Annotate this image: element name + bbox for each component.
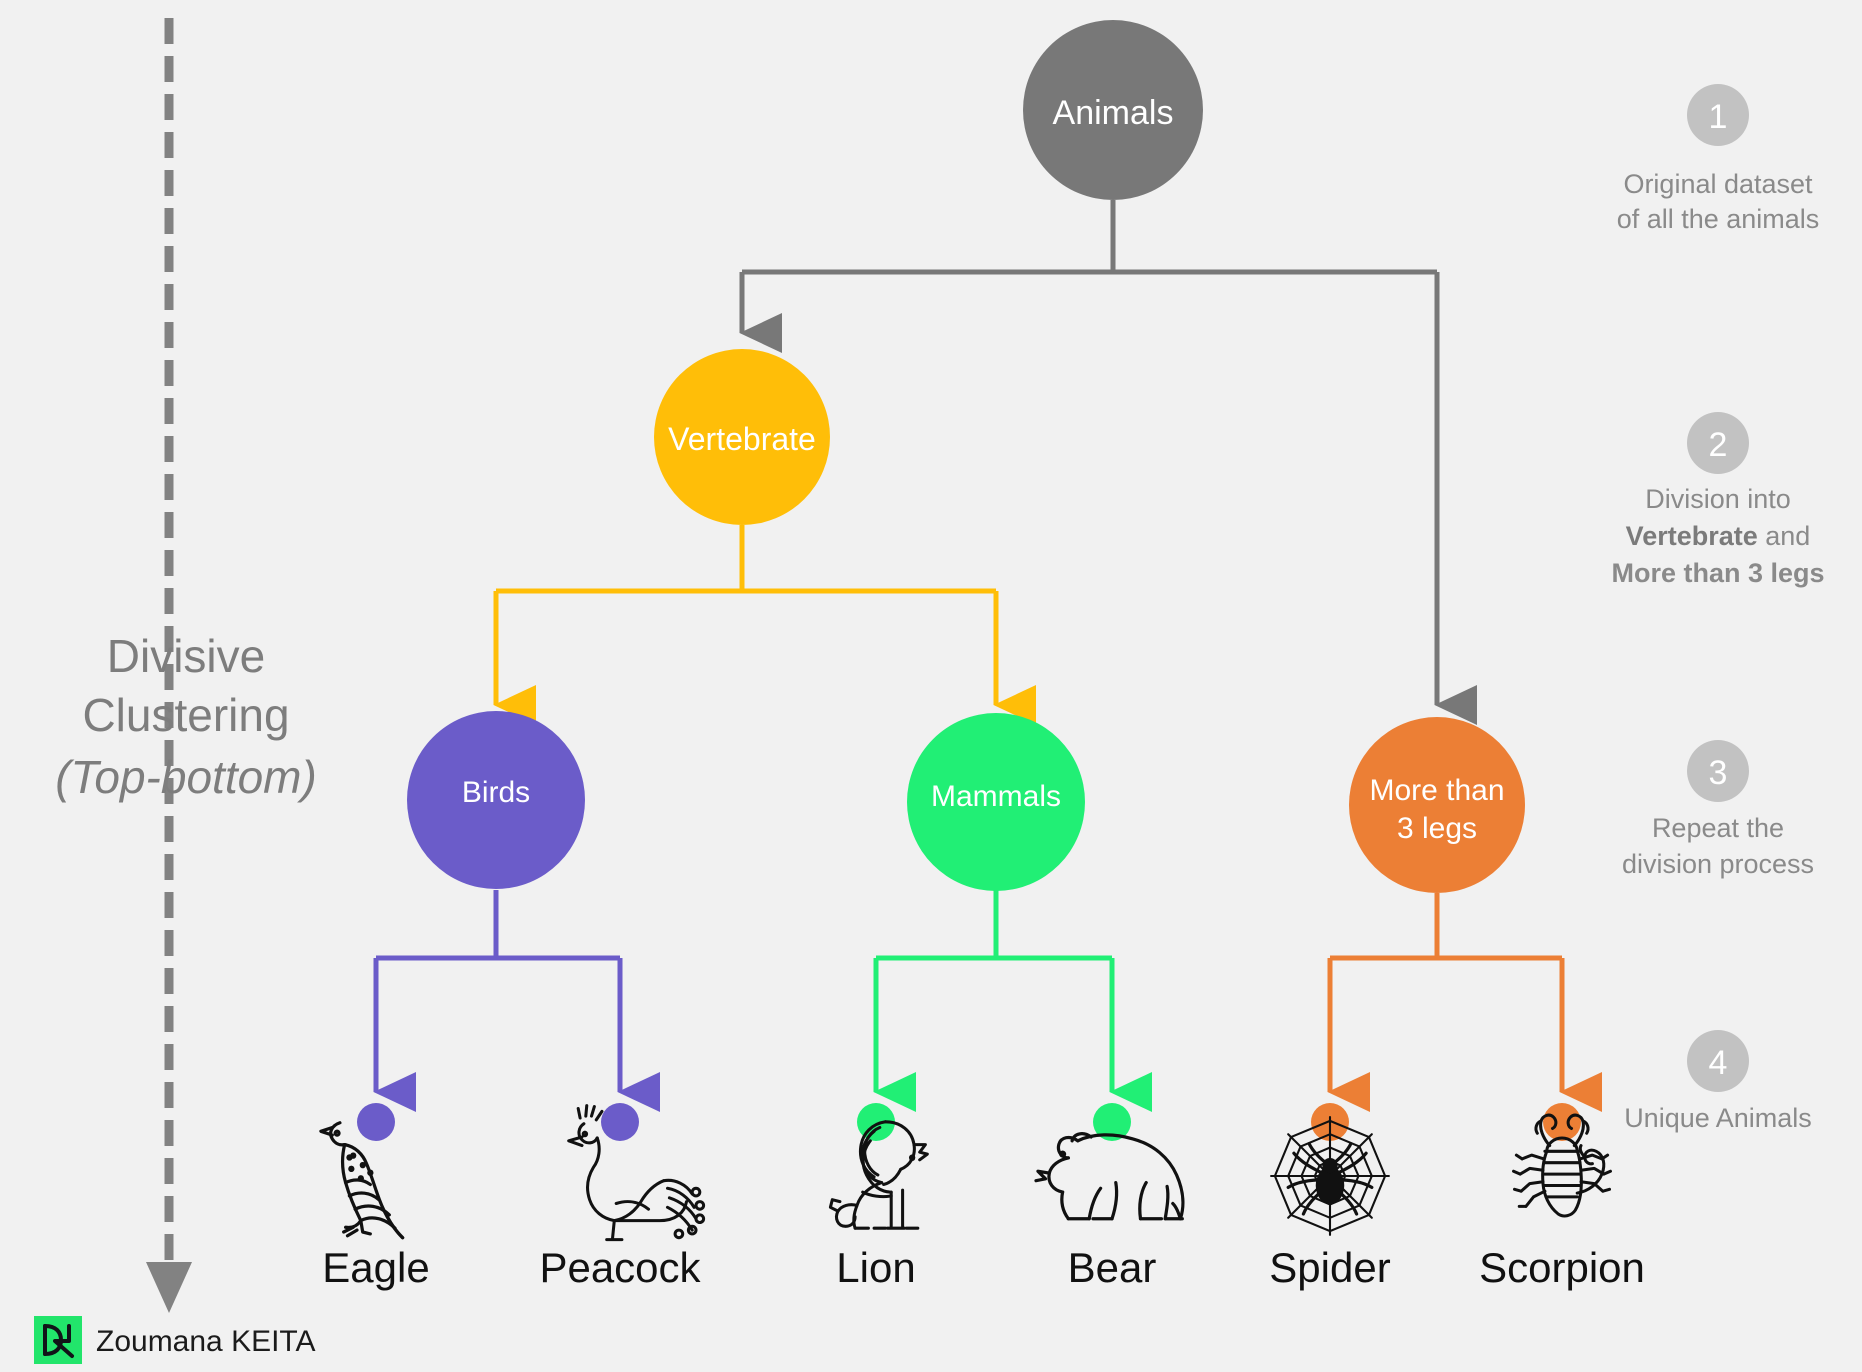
step-2-badge [1687, 412, 1749, 474]
step-3-number: 3 [1709, 754, 1728, 792]
step-1-line1: Original dataset [1623, 169, 1813, 199]
step-1: 1 Original dataset of all the animals [1617, 84, 1820, 234]
leaf-scorpion-dot[interactable] [1543, 1103, 1581, 1141]
bear-icon [1034, 1132, 1185, 1221]
node-vertebrate-circle[interactable] [654, 349, 830, 525]
step-4-number: 4 [1709, 1044, 1728, 1082]
step-3: 3 Repeat the division process [1622, 740, 1814, 879]
node-birds[interactable]: Birds [407, 711, 585, 889]
node-more-than-3-legs-label-line1: More than [1369, 774, 1504, 807]
node-vertebrate[interactable]: Vertebrate [654, 349, 830, 525]
step-1-number: 1 [1709, 98, 1728, 136]
node-more-than-3-legs[interactable]: More than 3 legs [1349, 717, 1525, 893]
author-signature: Zoumana KEITA [34, 1316, 316, 1364]
dashed-arrow-head [146, 1262, 192, 1313]
step-3-line1: Repeat the [1652, 813, 1784, 843]
side-title-line1: Divisive [107, 630, 265, 682]
leaf-peacock-label: Peacock [539, 1244, 701, 1291]
leaf-scorpion-label: Scorpion [1479, 1244, 1645, 1291]
node-vertebrate-label: Vertebrate [668, 421, 816, 457]
peacock-icon [567, 1104, 706, 1242]
eagle-icon [319, 1121, 405, 1240]
leaf-scorpion[interactable]: Scorpion [1479, 1103, 1645, 1291]
step-2-line1: Division into [1645, 484, 1791, 514]
connector-root [739, 200, 1477, 725]
node-more-than-3-legs-circle[interactable] [1349, 717, 1525, 893]
author-name: Zoumana KEITA [96, 1325, 316, 1358]
step-4-badge [1687, 1030, 1749, 1092]
connector-legs [1327, 893, 1602, 1112]
step-2: 2 Division into Vertebrate and More than… [1611, 412, 1825, 588]
leaf-eagle-dot[interactable] [357, 1103, 395, 1141]
leaf-bear-dot[interactable] [1093, 1103, 1131, 1141]
leaf-bear-label: Bear [1068, 1244, 1157, 1291]
step-1-badge [1687, 84, 1749, 146]
step-4: 4 Unique Animals [1624, 1030, 1812, 1133]
side-title: Divisive Clustering (Top-bottom) [55, 630, 317, 803]
node-animals[interactable]: Animals [1023, 20, 1203, 200]
connector-birds [373, 890, 660, 1112]
node-animals-circle[interactable] [1023, 20, 1203, 200]
node-more-than-3-legs-label-line2: 3 legs [1397, 812, 1477, 845]
step-2-bold-vertebrate: Vertebrate [1626, 521, 1758, 551]
node-birds-circle[interactable] [407, 711, 585, 889]
node-mammals-label: Mammals [931, 780, 1061, 813]
step-3-badge [1687, 740, 1749, 802]
leaf-spider[interactable]: Spider [1269, 1103, 1391, 1291]
leaf-eagle[interactable]: Eagle [319, 1103, 430, 1291]
leaf-eagle-label: Eagle [322, 1244, 429, 1291]
side-title-line2: Clustering [82, 689, 289, 741]
node-mammals[interactable]: Mammals [907, 713, 1085, 891]
step-2-line2: Vertebrate and [1626, 521, 1811, 551]
node-animals-label: Animals [1053, 94, 1174, 132]
spider-web-icon [1270, 1116, 1390, 1236]
connector-vertebrate [493, 525, 1036, 725]
leaf-peacock[interactable]: Peacock [539, 1103, 706, 1291]
leaf-lion-label: Lion [836, 1244, 915, 1291]
node-mammals-circle[interactable] [907, 713, 1085, 891]
step-3-line2: division process [1622, 849, 1814, 879]
step-2-number: 2 [1709, 426, 1728, 464]
leaf-bear[interactable]: Bear [1034, 1103, 1185, 1291]
side-title-line3: (Top-bottom) [55, 751, 317, 803]
dk-monogram-icon [43, 1324, 74, 1358]
step-2-and: and [1758, 521, 1811, 551]
leaf-lion[interactable]: Lion [828, 1103, 929, 1291]
divisive-direction-arrow [146, 18, 192, 1313]
connector-mammals [873, 890, 1152, 1112]
node-birds-label: Birds [462, 776, 530, 809]
leaf-spider-label: Spider [1269, 1244, 1390, 1291]
leaf-peacock-dot[interactable] [601, 1103, 639, 1141]
lion-icon [828, 1120, 929, 1230]
step-1-line2: of all the animals [1617, 204, 1820, 234]
step-4-line1: Unique Animals [1624, 1103, 1812, 1133]
step-2-line3: More than 3 legs [1611, 558, 1824, 588]
scorpion-icon [1512, 1113, 1612, 1218]
